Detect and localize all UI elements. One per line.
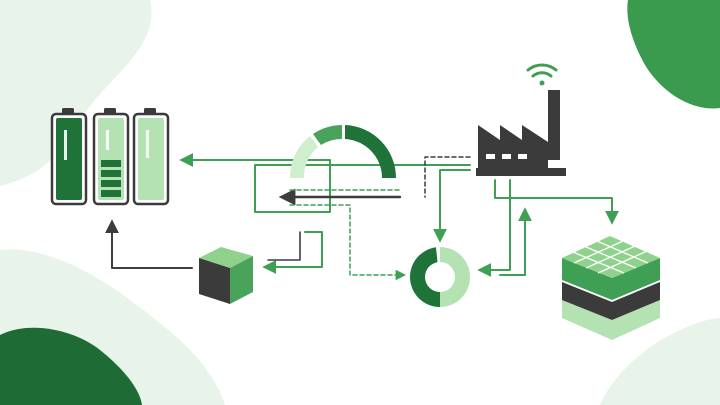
connection-ring-cube <box>262 231 323 274</box>
connection-factory-ring <box>433 169 471 243</box>
connection-factory-layers <box>494 179 619 225</box>
cube-icon <box>199 247 253 304</box>
connection-factory-batteries <box>179 153 471 213</box>
battery-light-icon <box>132 108 170 206</box>
connection-factory-ring-dashed <box>424 156 471 198</box>
blob-bottom-left-dark <box>0 327 142 405</box>
connection-cube-batteries <box>105 219 193 269</box>
battery-full-dark-icon <box>50 108 88 206</box>
connection-cube-ring-inner <box>267 231 301 261</box>
connection-factory-ring-return <box>477 179 511 277</box>
battery-charging-icon <box>92 108 130 206</box>
stacked-layers-grid-icon <box>562 236 660 340</box>
wifi-signal-icon <box>526 63 558 86</box>
blob-bottom-right-light <box>600 318 720 405</box>
connection-gauge-ring-dashed <box>289 189 404 275</box>
blob-top-right-green <box>627 0 720 109</box>
connections <box>105 153 619 277</box>
batteries-group <box>50 108 170 206</box>
blob-top-left-light <box>0 0 152 186</box>
connection-ring-factory-up <box>499 207 532 276</box>
cycle-ring-icon <box>410 247 470 307</box>
gauge-icon <box>289 125 396 178</box>
factory-icon <box>476 90 566 176</box>
